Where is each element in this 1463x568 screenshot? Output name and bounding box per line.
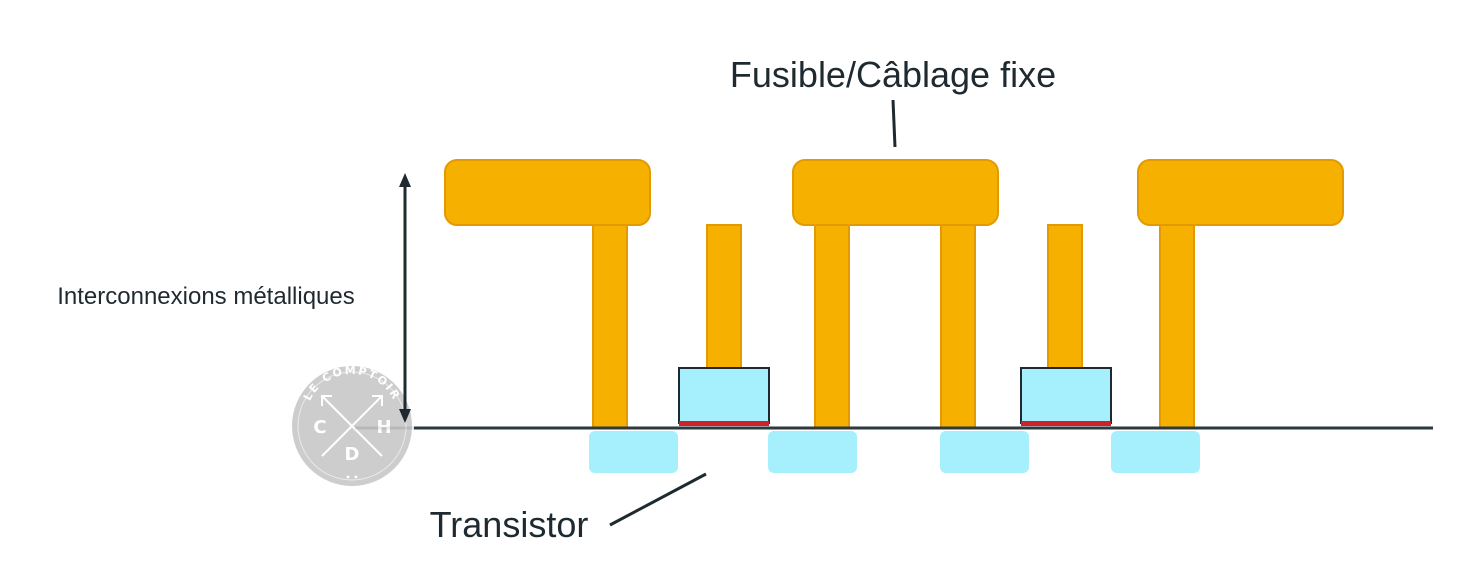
metal-pillar (814, 224, 850, 429)
metal-plate-left (444, 159, 651, 226)
interconnects-label: Interconnexions métalliques (57, 283, 355, 310)
gate-oxide (679, 421, 769, 426)
diffusion-region (589, 431, 678, 473)
fuse-label: Fusible/Câblage fixe (730, 54, 1056, 95)
transistor-label: Transistor (430, 504, 589, 545)
metal-plate-right (1137, 159, 1344, 226)
watermark-letter-d: D (345, 444, 360, 465)
gate-block (1020, 367, 1112, 424)
gate-contact-pillar (706, 224, 742, 369)
gate-oxide (1021, 421, 1111, 426)
diffusion-region (940, 431, 1029, 473)
metal-top-plates (444, 159, 1344, 226)
transistor-gate-right (1020, 367, 1112, 426)
transistor-leader-line (609, 472, 707, 527)
fuse-leader-line (891, 99, 897, 148)
metal-plate-middle (792, 159, 999, 226)
gate-block (678, 367, 770, 424)
metal-pillar (940, 224, 976, 429)
watermark-dots: • • (345, 473, 358, 482)
watermark-letter-c: C (313, 417, 326, 438)
diffusion-regions (589, 431, 1200, 473)
gate-contact-pillar (1047, 224, 1083, 369)
metal-pillar (592, 224, 628, 429)
diffusion-region (1111, 431, 1200, 473)
metal-pillar (1159, 224, 1195, 429)
height-arrow (399, 173, 411, 423)
diffusion-region (768, 431, 857, 473)
watermark-logo: LE COMPTOIR C H D • • (290, 364, 414, 488)
metal-pillars (592, 224, 1195, 429)
transistor-gate-left (678, 367, 770, 426)
watermark-letter-h: H (376, 417, 391, 438)
